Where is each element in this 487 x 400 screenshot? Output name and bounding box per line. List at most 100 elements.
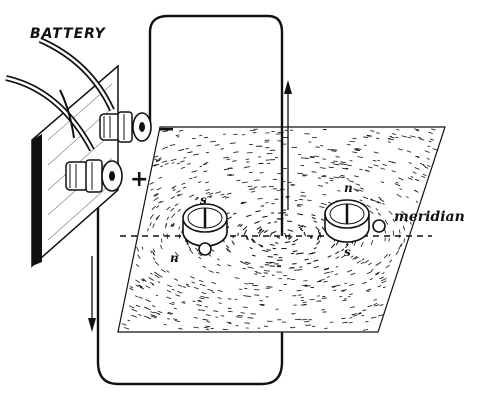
iron-filing (146, 317, 152, 320)
iron-filing (342, 321, 348, 324)
iron-filing (313, 266, 320, 269)
iron-filing (185, 283, 189, 286)
iron-filing (136, 246, 139, 252)
iron-filing (429, 138, 435, 141)
iron-filing (229, 167, 234, 169)
iron-filing (143, 306, 149, 309)
iron-filing (354, 256, 359, 260)
iron-filing (392, 230, 395, 236)
iron-filing (349, 317, 353, 319)
iron-filing (373, 164, 379, 167)
iron-filing (174, 251, 179, 257)
iron-filing (229, 142, 236, 144)
iron-filing (244, 261, 251, 264)
iron-filing (254, 220, 260, 224)
iron-filing (350, 306, 355, 308)
iron-filing (155, 294, 159, 297)
iron-filing (391, 170, 396, 173)
iron-filing (205, 329, 210, 331)
iron-filing (170, 144, 176, 147)
iron-filing (341, 248, 345, 252)
positive-terminal (65, 159, 123, 193)
iron-filing (250, 238, 255, 244)
iron-filing (319, 206, 325, 209)
iron-filing (366, 134, 373, 137)
iron-filing (237, 223, 241, 227)
iron-filing (189, 177, 193, 180)
iron-filing (299, 228, 304, 232)
iron-filing (296, 205, 301, 207)
iron-filing (174, 259, 178, 263)
iron-filing (373, 151, 379, 154)
iron-filing (204, 326, 209, 329)
iron-filing (224, 196, 230, 199)
iron-filing (198, 256, 202, 260)
iron-filing (369, 210, 374, 214)
iron-filing (148, 277, 154, 281)
iron-filing (205, 314, 211, 316)
iron-filing (140, 286, 145, 290)
iron-filing (205, 181, 210, 184)
iron-filing (142, 278, 146, 281)
iron-filing (164, 163, 169, 165)
iron-filing (177, 284, 183, 287)
iron-filing (365, 169, 369, 172)
iron-filing (171, 213, 176, 218)
iron-filing (199, 135, 203, 137)
iron-filing (391, 136, 395, 139)
iron-filing (191, 281, 196, 284)
iron-filing (192, 300, 196, 303)
iron-filing (377, 212, 382, 216)
iron-filing (166, 312, 172, 315)
iron-filing (263, 270, 270, 272)
iron-filing (422, 165, 426, 167)
iron-filing (313, 220, 318, 223)
iron-filing (152, 223, 155, 228)
iron-filing (359, 168, 363, 171)
iron-filing (341, 289, 347, 292)
iron-filing (185, 239, 187, 243)
iron-filing (348, 322, 353, 324)
iron-filing (432, 148, 439, 151)
iron-filing (354, 175, 359, 178)
iron-filing (203, 199, 207, 202)
iron-filing (226, 192, 232, 195)
iron-filing (401, 210, 406, 216)
iron-filing (233, 151, 239, 153)
iron-filing (178, 327, 183, 330)
iron-filing (226, 321, 232, 324)
iron-filing (173, 318, 178, 321)
iron-filing (381, 280, 387, 284)
iron-filing (373, 304, 380, 307)
iron-filing (382, 286, 386, 289)
compass-icon: n s (324, 181, 386, 259)
iron-filing (155, 158, 162, 162)
iron-filing (209, 196, 213, 198)
iron-filing (315, 226, 320, 232)
iron-filing (128, 305, 135, 309)
iron-filing (171, 288, 175, 291)
iron-filing (135, 304, 141, 308)
iron-filing (350, 255, 354, 258)
iron-filing (186, 285, 190, 288)
iron-filing (241, 181, 248, 184)
iron-filing (236, 316, 242, 318)
iron-filing (172, 223, 175, 228)
iron-filing (300, 195, 307, 197)
iron-filing (399, 188, 403, 191)
iron-filing (398, 177, 404, 181)
iron-filing (381, 272, 385, 275)
iron-filing (207, 288, 214, 292)
iron-filing (142, 279, 147, 283)
iron-filing (264, 264, 270, 266)
iron-filing (223, 156, 230, 159)
iron-filing (208, 270, 214, 273)
iron-filing (231, 240, 235, 246)
iron-filing (247, 266, 254, 269)
iron-filing (227, 167, 232, 169)
iron-filing (202, 318, 209, 321)
iron-filing (375, 263, 379, 267)
iron-filing (155, 214, 161, 221)
iron-filing (313, 246, 317, 250)
